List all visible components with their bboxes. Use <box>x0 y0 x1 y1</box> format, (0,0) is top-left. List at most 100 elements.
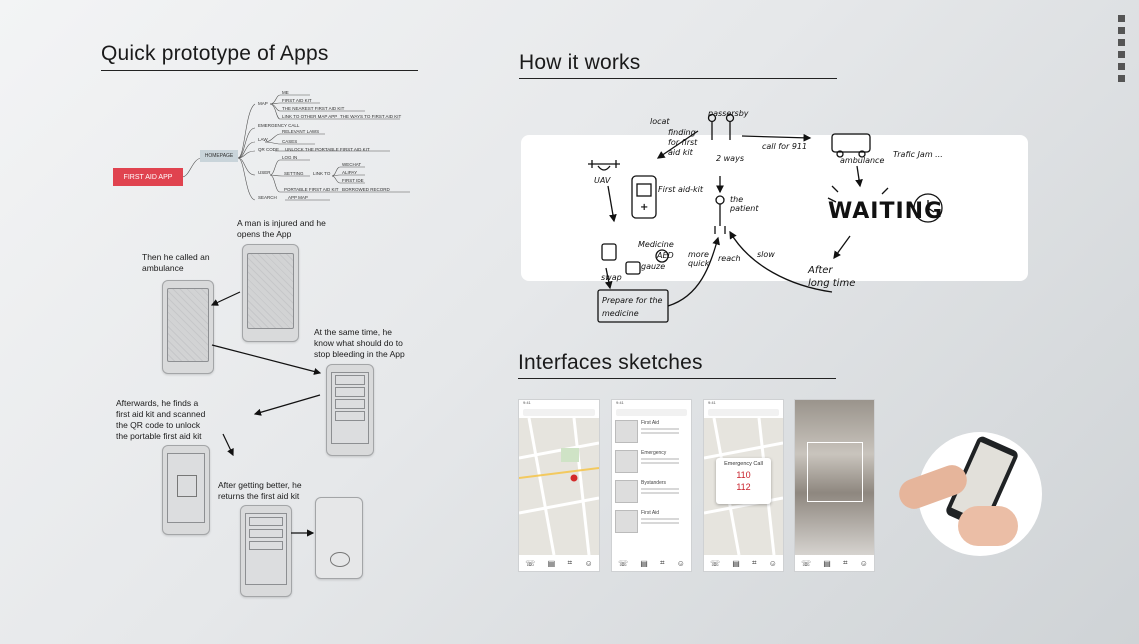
tab-bar: ☏ ▤ ⌗ ☺ <box>519 555 599 571</box>
mm-law: LAW <box>258 137 268 142</box>
mind-map: FIRST AID APP HOMEPAGE MAP ME FIRST AID … <box>110 90 420 205</box>
mind-map-links <box>181 94 410 201</box>
hw-two-ways: 2 ways <box>716 154 744 163</box>
mm-emergency-call: EMERGENCY CALL <box>258 123 300 128</box>
mm-wechat: WECHAT <box>342 162 362 167</box>
phone-icon[interactable]: ☏ <box>618 558 629 568</box>
paper-phone-map <box>242 244 299 342</box>
hw-finding: finding for first aid kit <box>668 128 698 157</box>
user-icon[interactable]: ☺ <box>584 558 593 568</box>
list-item[interactable]: First Aid <box>615 420 688 446</box>
list-item-title: First Aid <box>641 420 660 426</box>
section-title-how: How it works <box>519 51 641 74</box>
scan-icon[interactable]: ⌗ <box>567 558 573 567</box>
user-icon[interactable]: ☺ <box>768 558 777 568</box>
hw-first-aid-kit: First aid-kit <box>658 185 704 194</box>
mm-me: ME <box>282 90 289 95</box>
hw-patient: the patient <box>730 195 759 213</box>
waiting-text: WAITING <box>828 199 943 224</box>
hw-locate: locat <box>650 117 670 126</box>
scan-icon[interactable]: ⌗ <box>843 558 848 567</box>
phone-icon[interactable]: ☏ <box>525 558 536 568</box>
search-input[interactable] <box>523 409 595 416</box>
list-item[interactable]: Bystanders <box>615 480 688 506</box>
list-item-title: Emergency <box>641 450 667 456</box>
emergency-call-dialog: Emergency Call 110 112 <box>716 458 771 504</box>
paper-phone-qr <box>162 445 210 535</box>
how-it-works-sketch: WAITING + <box>588 113 943 323</box>
tab-bar: ☏ ▤ ⌗ ☺ <box>795 555 874 571</box>
mm-nearest: THE NEAREST FIRST AID KIT <box>282 106 345 111</box>
status-time: 9:41 <box>523 400 531 405</box>
camera-view <box>795 400 874 555</box>
map-icon[interactable]: ▤ <box>732 558 740 568</box>
hw-more-quick: more quick <box>688 250 710 268</box>
user-icon[interactable]: ☺ <box>676 558 685 568</box>
hw-aed: AED <box>657 251 674 260</box>
phone-icon[interactable]: ☏ <box>801 558 812 568</box>
paper-kit-return <box>315 497 363 579</box>
search-input[interactable] <box>616 409 687 416</box>
scan-icon[interactable]: ⌗ <box>752 558 757 567</box>
interface-list-screen: 9:41 First Aid Emergency Bystanders Firs… <box>611 399 692 572</box>
caption-ambulance: Then he called an ambulance <box>142 252 210 273</box>
mm-log-in: LOG IN <box>282 155 298 160</box>
hw-after: After long time <box>808 265 856 289</box>
hw-traffic: Trafic Jam ... <box>893 150 943 159</box>
list-item[interactable]: First Aid <box>615 510 688 536</box>
hw-call: call for 911 <box>762 142 808 151</box>
mm-app-map: APP MAP <box>288 195 308 200</box>
mm-first-id: FIRST IDE <box>342 178 364 183</box>
user-icon[interactable]: ☺ <box>859 558 868 568</box>
plus-mark: + <box>640 202 648 213</box>
map-roads <box>519 418 599 555</box>
mm-alipay: ALIPAY <box>342 170 358 175</box>
mm-portable: PORTABLE FIRST AID KIT <box>284 187 339 192</box>
map-icon[interactable]: ▤ <box>823 558 831 568</box>
hand-phone-photo <box>894 432 1042 556</box>
search-input[interactable] <box>708 409 779 416</box>
hw-slow: slow <box>757 250 775 259</box>
caption-qr-unlock: Afterwards, he finds a first aid kit and… <box>116 398 206 441</box>
mm-qr: QR CODE <box>258 147 280 152</box>
mm-user: USER <box>258 170 271 175</box>
interface-map-screen: 9:41 ☏ ▤ ⌗ ☺ <box>518 399 600 572</box>
list-item[interactable]: Emergency <box>615 450 688 476</box>
storyboard-arrows <box>210 291 322 537</box>
status-time: 9:41 <box>708 400 716 405</box>
dialog-title: Emergency Call <box>724 461 763 467</box>
phone-icon[interactable]: ☏ <box>710 558 721 568</box>
hw-uav: UAV <box>594 176 611 185</box>
map-view[interactable] <box>519 418 599 555</box>
interface-emergency-screen: 9:41 Emergency Call 110 112 ☏ ▤ ⌗ ☺ <box>703 399 784 572</box>
map-icon[interactable]: ▤ <box>547 558 556 568</box>
caption-injured: A man is injured and he opens the App <box>237 218 326 239</box>
mm-relevant-laws: RELEVANT LAWS <box>282 129 320 134</box>
caption-stop-bleeding: At the same time, he know what should do… <box>314 327 405 359</box>
mm-cases: CASES <box>282 139 298 144</box>
mm-setting: SETTING <box>284 171 304 176</box>
title-underline <box>518 378 836 379</box>
paper-phone-return <box>240 505 292 597</box>
section-title-prototype: Quick prototype of Apps <box>101 42 329 65</box>
hand-right <box>958 506 1018 546</box>
interface-scan-screen: ☏ ▤ ⌗ ☺ <box>794 399 875 572</box>
section-title-interfaces: Interfaces sketches <box>518 351 703 374</box>
paper-phone-guide <box>326 364 374 456</box>
map-icon[interactable]: ▤ <box>640 558 648 568</box>
mm-link-other: LINK TO OTHER MAP APP <box>282 114 338 119</box>
tab-bar: ☏ ▤ ⌗ ☺ <box>612 555 691 571</box>
call-110-button[interactable]: 110 <box>736 470 751 480</box>
scan-icon[interactable]: ⌗ <box>660 558 665 567</box>
hw-swap: swap <box>601 273 622 282</box>
qr-scan-frame <box>807 442 863 502</box>
hw-passersby: passersby <box>708 109 749 118</box>
how-it-works-board <box>521 135 1028 281</box>
hw-reach: reach <box>718 254 741 263</box>
call-112-button[interactable]: 112 <box>736 482 751 492</box>
mm-search: SEARCH <box>258 195 277 200</box>
hw-prepare: Prepare for the medicine <box>602 296 663 318</box>
mm-first-aid-kit: FIRST AID KIT <box>282 98 312 103</box>
status-time: 9:41 <box>616 400 624 405</box>
mind-map-root: FIRST AID APP <box>113 168 183 186</box>
